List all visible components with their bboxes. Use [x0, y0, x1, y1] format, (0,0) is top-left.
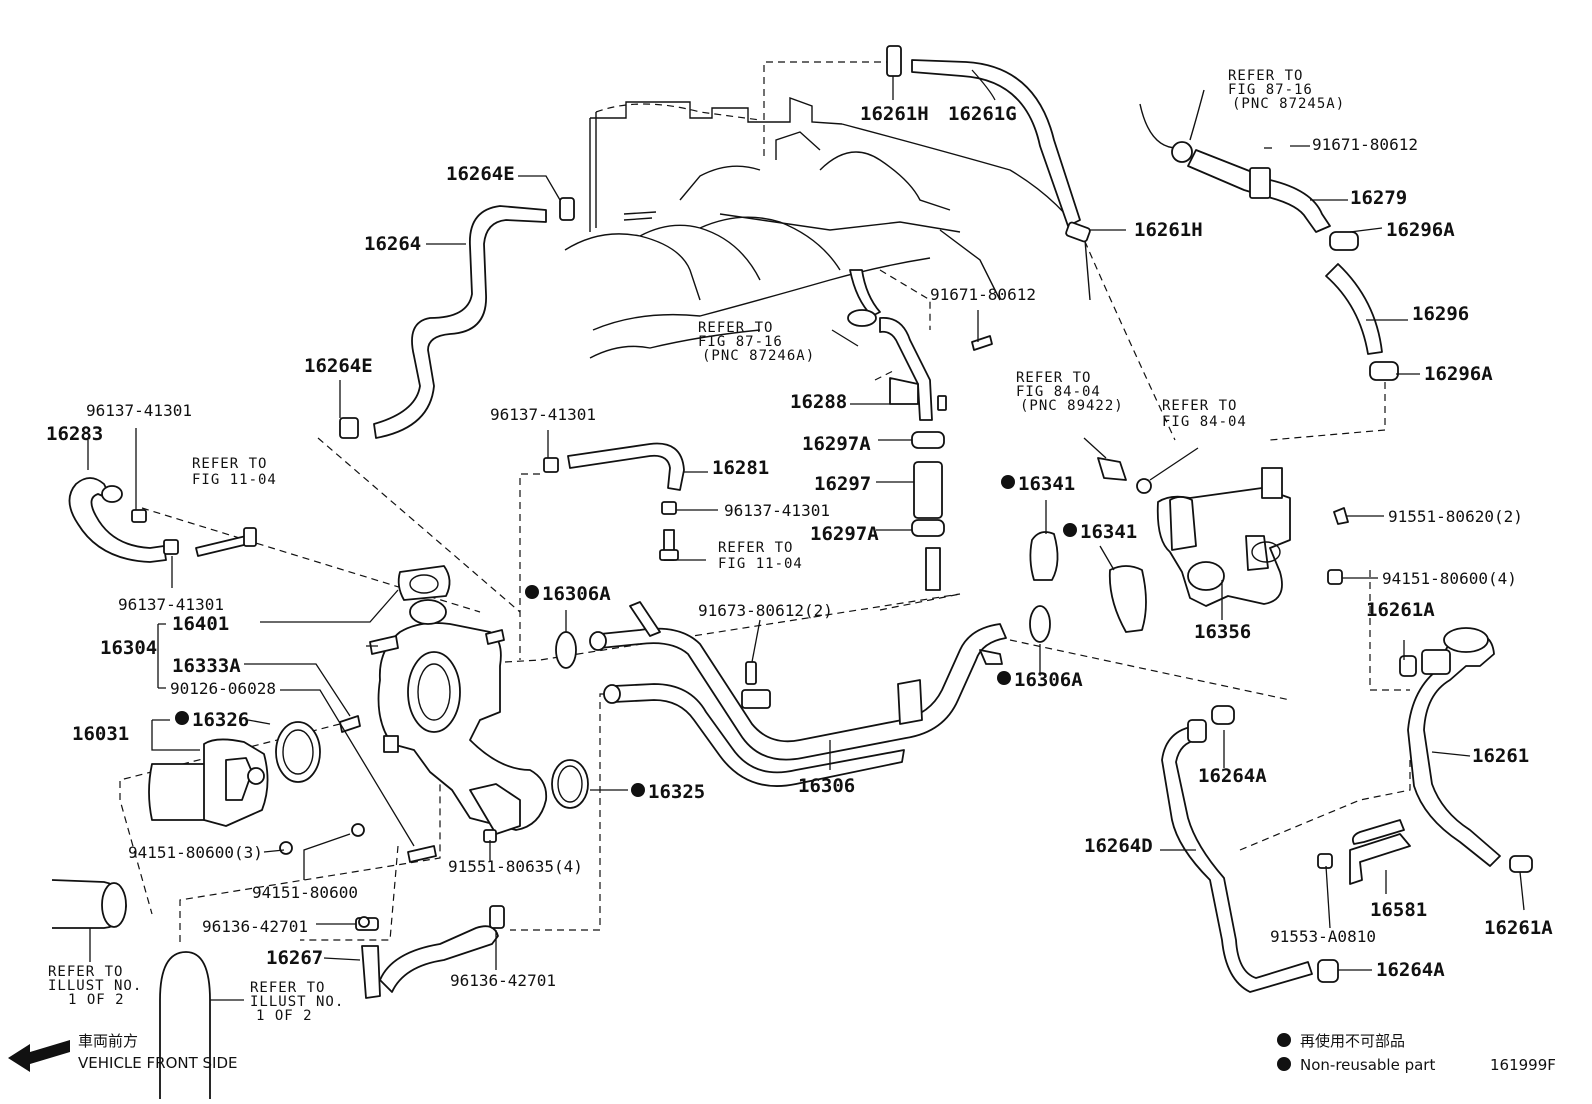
hoses — [51, 45, 1533, 1099]
legend-dot-icon — [1277, 1057, 1291, 1071]
label-16031: 16031 — [72, 723, 129, 745]
label-16304: 16304 — [100, 637, 157, 659]
ref-11-04-b-line2: FIG 11-04 — [718, 556, 803, 572]
label-16306: 16306 — [798, 775, 855, 797]
label-91551-80620: 91551-80620(2) — [1388, 507, 1523, 526]
label-16325: 16325 — [648, 781, 705, 803]
label-16306A-right: 16306A — [1014, 669, 1083, 691]
ref-11-04-a-line2: FIG 11-04 — [192, 472, 277, 488]
ref-87-16-a-line1: REFER TO — [1228, 68, 1303, 84]
label-94151-80600-4: 94151-80600(4) — [1382, 569, 1517, 588]
label-91671-80612-top: 91671-80612 — [1312, 135, 1418, 154]
label-94151-80600: 94151-80600 — [252, 883, 358, 902]
label-16297: 16297 — [814, 473, 871, 495]
front-label-jp: 車両前方 — [78, 1032, 138, 1050]
ref-87-16-b-line2: FIG 87-16 — [698, 334, 783, 350]
ref-illust-a-line3: 1 OF 2 — [68, 992, 125, 1008]
label-16264D: 16264D — [1084, 835, 1153, 857]
water-pump-assembly — [148, 565, 548, 928]
label-16296A-top: 16296A — [1386, 219, 1455, 241]
part-labels: 16261H 16261G 16264E 16264 16264E 16261H… — [46, 103, 1553, 981]
ref-illust-b-line3: 1 OF 2 — [256, 1008, 313, 1024]
ref-illust-a-line1: REFER TO — [48, 964, 123, 980]
label-16264E-left: 16264E — [304, 355, 373, 377]
label-16264: 16264 — [364, 233, 421, 255]
ref-84-04-a-line1: REFER TO — [1016, 370, 1091, 386]
label-16341-left: 16341 — [1018, 473, 1075, 495]
label-91671-80612-mid: 91671-80612 — [930, 285, 1036, 304]
label-16306A-left: 16306A — [542, 583, 611, 605]
label-16261A-bottom: 16261A — [1484, 917, 1553, 939]
legend: 再使用不可部品 Non-reusable part 161999F — [1277, 1032, 1556, 1074]
ref-87-16-b-line1: REFER TO — [698, 320, 773, 336]
ref-84-04-a-line3: (PNC 89422) — [1020, 398, 1124, 414]
front-arrow-icon — [8, 1040, 70, 1072]
label-16281: 16281 — [712, 457, 769, 479]
label-91551-80635: 91551-80635(4) — [448, 857, 583, 876]
label-16297A-bottom: 16297A — [810, 523, 879, 545]
label-91553-A0810: 91553-A0810 — [1270, 927, 1376, 946]
label-16283: 16283 — [46, 423, 103, 445]
ref-84-04-b-line2: FIG 84-04 — [1162, 414, 1247, 430]
label-16264A-top: 16264A — [1198, 765, 1267, 787]
label-16261: 16261 — [1472, 745, 1529, 767]
label-16581: 16581 — [1370, 899, 1427, 921]
label-16401: 16401 — [172, 613, 229, 635]
water-inlet-assembly — [1029, 457, 1349, 633]
label-16261H-top: 16261H — [860, 103, 929, 125]
intake-manifold-outline — [564, 97, 1091, 359]
label-16296A-bottom: 16296A — [1424, 363, 1493, 385]
ref-illust-b-line1: REFER TO — [250, 980, 325, 996]
label-91673-80612: 91673-80612(2) — [698, 601, 833, 620]
hardware-labels: 91671-80612 91671-80612 96137-41301 9613… — [86, 135, 1523, 990]
non-reusable-markers — [175, 475, 1077, 797]
label-16341-right: 16341 — [1080, 521, 1137, 543]
ref-87-16-b-line3: (PNC 87246A) — [702, 348, 815, 364]
label-16326: 16326 — [192, 709, 249, 731]
label-16296: 16296 — [1412, 303, 1469, 325]
legend-dot-icon — [1277, 1033, 1291, 1047]
ref-87-16-a-line2: FIG 87-16 — [1228, 82, 1313, 98]
label-16356: 16356 — [1194, 621, 1251, 643]
ref-11-04-a-line1: REFER TO — [192, 456, 267, 472]
label-96137-41301-a: 96137-41301 — [86, 401, 192, 420]
label-16279: 16279 — [1350, 187, 1407, 209]
label-16288: 16288 — [790, 391, 847, 413]
ref-11-04-b-line1: REFER TO — [718, 540, 793, 556]
label-96136-42701-b: 96136-42701 — [450, 971, 556, 990]
label-16333A: 16333A — [172, 655, 241, 677]
label-90126-06028: 90126-06028 — [170, 679, 276, 698]
refer-notes: REFER TO FIG 87-16 (PNC 87245A) REFER TO… — [48, 68, 1345, 1024]
label-16267: 16267 — [266, 947, 323, 969]
label-16261A-top: 16261A — [1366, 599, 1435, 621]
label-96137-41301-b: 96137-41301 — [490, 405, 596, 424]
ref-illust-a-line2: ILLUST NO. — [48, 978, 142, 994]
ref-87-16-a-line3: (PNC 87245A) — [1232, 96, 1345, 112]
figure-id: 161999F — [1490, 1056, 1556, 1074]
ref-84-04-b-line1: REFER TO — [1162, 398, 1237, 414]
vehicle-front-indicator: 車両前方 VEHICLE FRONT SIDE — [8, 1032, 238, 1072]
label-16264A-bottom: 16264A — [1376, 959, 1445, 981]
label-94151-80600-3: 94151-80600(3) — [128, 843, 263, 862]
legend-en: Non-reusable part — [1300, 1056, 1435, 1074]
label-16264E-top: 16264E — [446, 163, 515, 185]
front-label-en: VEHICLE FRONT SIDE — [78, 1054, 238, 1072]
ref-84-04-a-line2: FIG 84-04 — [1016, 384, 1101, 400]
label-16297A-top: 16297A — [802, 433, 871, 455]
leader-lines — [87, 69, 1525, 1001]
legend-jp: 再使用不可部品 — [1300, 1032, 1405, 1050]
label-96137-41301-c: 96137-41301 — [724, 501, 830, 520]
label-16261G: 16261G — [948, 103, 1017, 125]
label-96136-42701-a: 96136-42701 — [202, 917, 308, 936]
label-16261H-right: 16261H — [1134, 219, 1203, 241]
label-96137-41301-d: 96137-41301 — [118, 595, 224, 614]
ref-illust-b-line2: ILLUST NO. — [250, 994, 344, 1010]
